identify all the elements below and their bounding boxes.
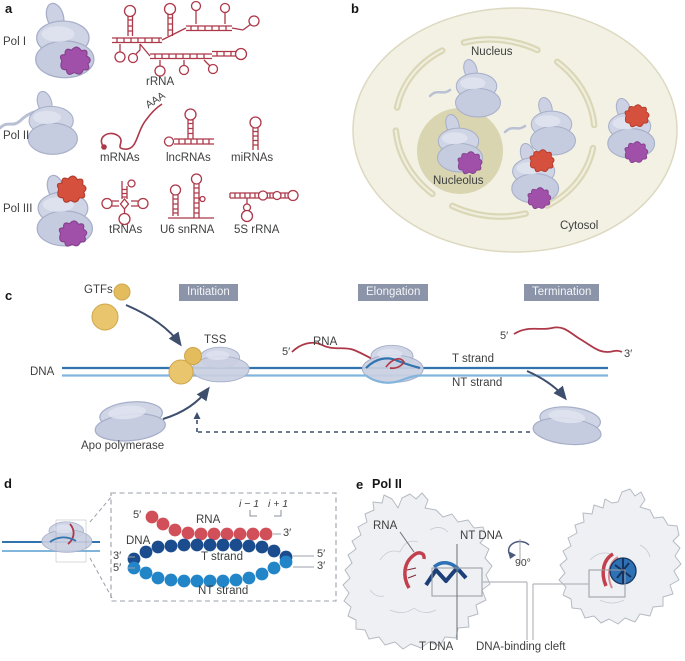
- cytosol-label: Cytosol: [560, 220, 599, 232]
- structure-right: [558, 488, 682, 625]
- t-right-5prime: 5′: [317, 548, 326, 560]
- s5-rrna-structure: [229, 189, 299, 223]
- e-nt-dna-label: NT DNA: [460, 530, 503, 542]
- termination-arrow: [526, 370, 567, 401]
- mirna-structure: [249, 116, 262, 150]
- rrna-structure: [112, 0, 260, 77]
- d-t-strand-label: T strand: [201, 551, 243, 563]
- gtf-arrow: [125, 304, 182, 347]
- nt-left-5prime: 5′: [113, 562, 122, 574]
- right-rna-ribbon: [601, 552, 614, 587]
- pol-ii-structures: [342, 488, 682, 650]
- apo-to-tss-arrow: [162, 386, 210, 420]
- panel-e-title: Pol II: [372, 477, 402, 491]
- left-t-dna: [424, 566, 468, 587]
- d-nt-strand-label: NT strand: [198, 585, 249, 597]
- panel-b-label: b: [351, 1, 359, 16]
- rotation-90-label: 90°: [515, 557, 531, 569]
- released-rna: [513, 326, 623, 353]
- gtfs-label: GTFs: [84, 284, 113, 296]
- recycle-dashed-line: [196, 419, 538, 433]
- apo-polymerase-cartoon: [92, 398, 168, 445]
- rna-label: RNA: [313, 336, 338, 348]
- transcript-3prime-label: 3′: [624, 348, 633, 360]
- mrnas-label: mRNAs: [100, 152, 140, 164]
- u6-snrna-label: U6 snRNA: [160, 224, 215, 236]
- register-i-plus-1: i + 1: [268, 498, 289, 510]
- stage-termination: Termination: [524, 284, 600, 301]
- released-polymerase: [531, 402, 605, 449]
- rna-beads: [145, 510, 273, 541]
- e-t-dna-label: T DNA: [419, 641, 454, 653]
- dna-binding-cleft-label: DNA-binding cleft: [476, 641, 566, 653]
- pol-iii-label: Pol III: [3, 203, 33, 215]
- nucleus-label: Nucleus: [471, 46, 513, 58]
- trnas-label: tRNAs: [109, 224, 143, 236]
- rrna-label: rRNA: [146, 76, 175, 88]
- rna-leader: [399, 531, 415, 553]
- lncrna-structure: [163, 108, 214, 147]
- register-brackets: [249, 510, 282, 517]
- mrna-structure: [100, 103, 163, 150]
- panel-e-label: e: [356, 477, 364, 492]
- panel-d-label: d: [4, 476, 12, 491]
- pol-iii-cartoon: [36, 172, 93, 247]
- gtf-at-tss-large: [168, 359, 194, 385]
- nt-strand-label: NT strand: [452, 377, 503, 389]
- gtf-large: [91, 303, 119, 331]
- panel-c-label: c: [5, 288, 13, 303]
- zoom-dashed-box: [110, 492, 337, 602]
- e-rna-label: RNA: [373, 520, 398, 532]
- s5-rrna-label: 5S rRNA: [234, 224, 280, 236]
- rna-5prime-label: 5′: [282, 346, 291, 358]
- callout-lines: [482, 581, 589, 640]
- gtf-small: [113, 283, 131, 301]
- transcription-cycle: [62, 283, 623, 449]
- trna-structure: [101, 179, 149, 226]
- register-i-minus-1: i − 1: [239, 498, 260, 510]
- pol-ii-in-nucleus-1: [428, 57, 501, 118]
- d-rna-5prime: 5′: [133, 509, 142, 521]
- gtf-at-tss-small: [184, 347, 202, 365]
- pol-ii-in-nucleus-2: [503, 95, 576, 156]
- pol-ii-label: Pol II: [3, 130, 30, 142]
- lncrnas-label: lncRNAs: [166, 152, 211, 164]
- apo-polymerase-label: Apo polymerase: [81, 440, 165, 452]
- left-rna-ribbon: [403, 551, 426, 589]
- panel-a-label: a: [5, 1, 13, 16]
- d-dna-label: DNA: [126, 535, 151, 547]
- tss-label: TSS: [204, 334, 227, 346]
- pol-i-cartoon: [35, 0, 95, 79]
- pol-ii-cartoon: [0, 89, 78, 155]
- stage-initiation: Initiation: [179, 284, 238, 301]
- nucleolus-label: Nucleolus: [433, 175, 484, 187]
- nt-right-3prime: 3′: [317, 560, 326, 572]
- pol-i-label: Pol I: [3, 36, 27, 48]
- t-left-3prime: 3′: [113, 550, 122, 562]
- transcript-5prime-label: 5′: [500, 330, 509, 342]
- u6-snrna-structure: [168, 173, 214, 219]
- nt-strand-beads: [127, 555, 293, 588]
- d-rna-label: RNA: [196, 514, 221, 526]
- dna-label: DNA: [30, 366, 55, 378]
- recycle-arrowhead: [193, 412, 201, 419]
- mirnas-label: miRNAs: [231, 152, 274, 164]
- t-strand-label: T strand: [452, 353, 494, 365]
- structure-left: [342, 492, 493, 650]
- stage-elongation: Elongation: [358, 284, 429, 301]
- d-rna-3prime: 3′: [283, 527, 292, 539]
- transcription-bubble: [2, 492, 337, 602]
